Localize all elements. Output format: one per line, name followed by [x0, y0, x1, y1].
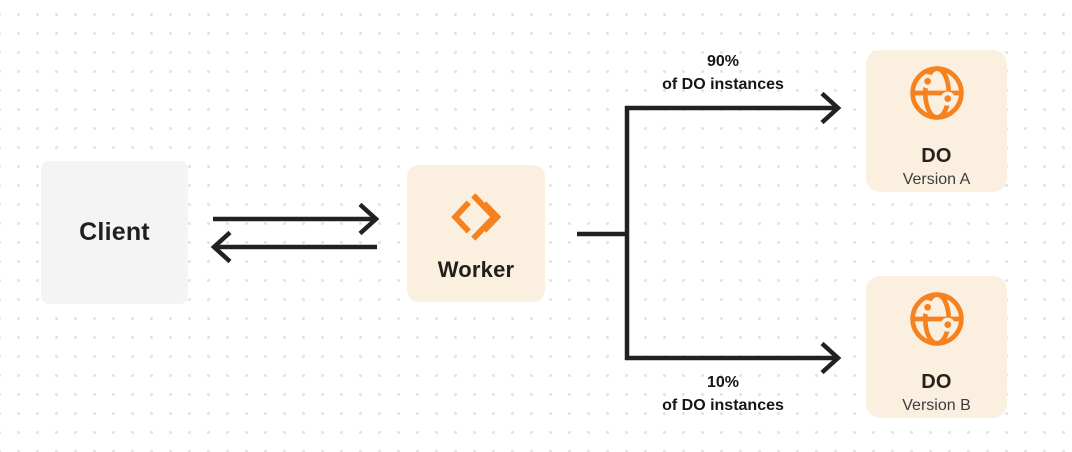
branch-bottom-label: 10% of DO instances — [613, 371, 833, 417]
client-to-worker-arrow — [213, 202, 380, 236]
worker-label: Worker — [437, 257, 515, 282]
client-label: Client — [79, 218, 150, 246]
branch-top-caption: of DO instances — [662, 76, 784, 93]
branch-bottom-caption: of DO instances — [662, 397, 784, 414]
do-version-a-subtitle: Version A — [902, 171, 971, 188]
client-node: Client — [41, 161, 188, 304]
do-version-b-node: DO Version B — [866, 276, 1007, 418]
workers-icon — [447, 189, 505, 245]
branch-bottom-percent: 10% — [706, 374, 740, 391]
do-version-b-subtitle: Version B — [902, 397, 971, 414]
do-version-a-title: DO — [921, 145, 952, 167]
durable-object-globe-icon — [906, 63, 968, 123]
worker-node: Worker — [407, 165, 545, 302]
branch-top-label: 90% of DO instances — [613, 50, 833, 96]
branch-top-percent: 90% — [706, 53, 740, 70]
do-version-b-title: DO — [921, 371, 952, 393]
worker-to-client-arrow — [210, 230, 377, 264]
branch-arrow-top — [625, 91, 842, 125]
durable-object-globe-icon — [906, 289, 968, 349]
branch-connector — [577, 106, 630, 360]
do-version-a-node: DO Version A — [866, 50, 1007, 192]
branch-arrow-bottom — [625, 341, 842, 375]
